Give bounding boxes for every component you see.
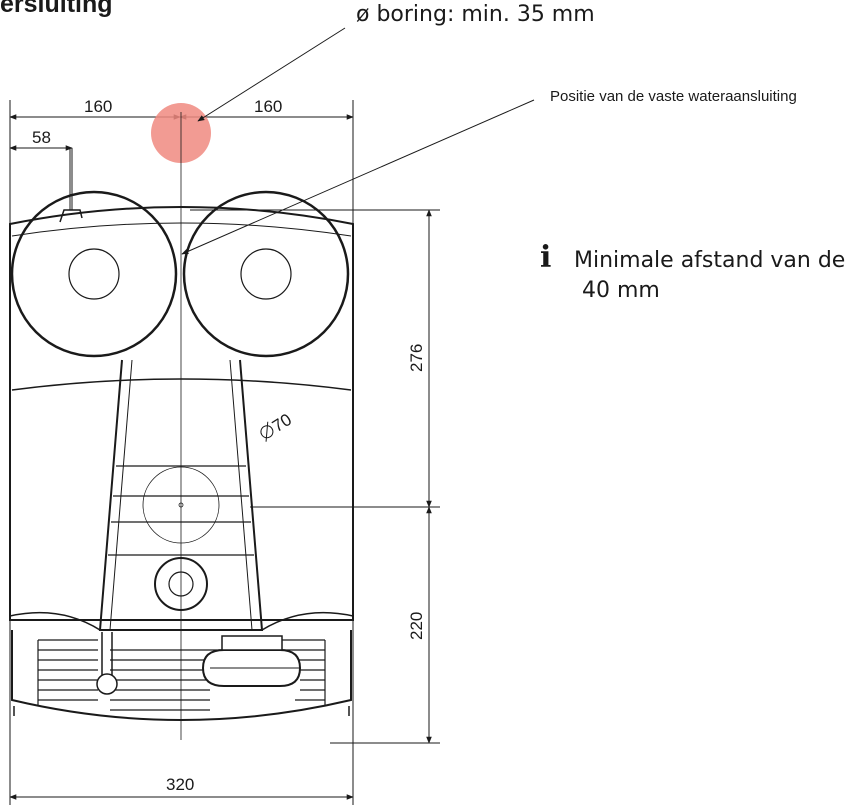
dim-lower-height: 220 — [407, 612, 426, 640]
info-note: i Minimale afstand van de 40 mm — [540, 243, 845, 306]
dim-upper-height: 276 — [407, 344, 426, 372]
water-position-label: Positie van de vaste wateraansluiting — [550, 88, 797, 105]
dim-offset: 58 — [32, 128, 51, 147]
page-title: ersluiting — [0, 0, 113, 18]
info-icon: i — [540, 240, 552, 275]
dim-total-width: 320 — [166, 775, 194, 794]
dim-left-half: 160 — [84, 97, 112, 116]
bore-label: ø boring: min. 35 mm — [356, 2, 595, 27]
info-line-2: 40 mm — [582, 278, 660, 303]
info-line-1: Minimale afstand van de — [574, 248, 846, 273]
dim-bore-diameter: 70 — [260, 410, 295, 442]
dim-right-half: 160 — [254, 97, 282, 116]
appliance-outline — [9, 148, 354, 721]
